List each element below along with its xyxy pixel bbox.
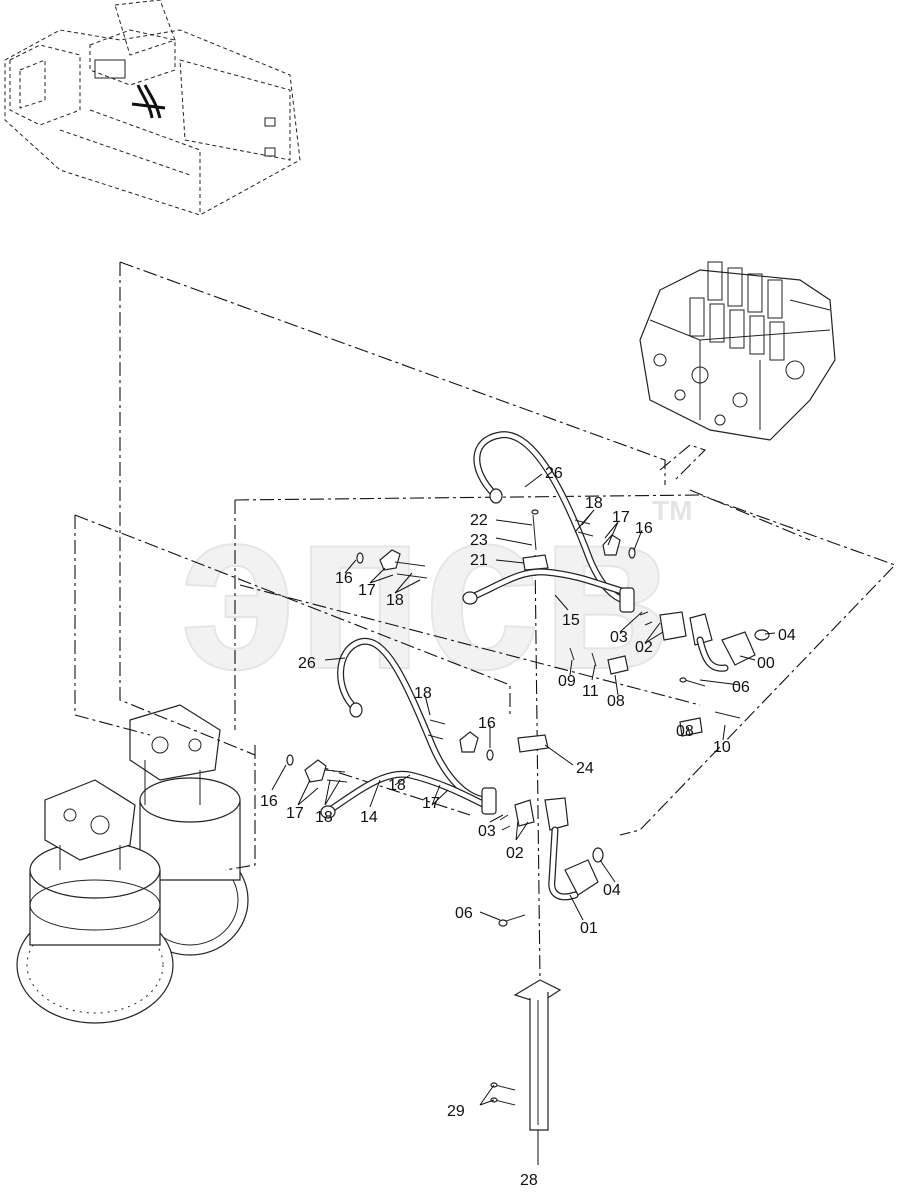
part-label: 16 xyxy=(260,793,278,810)
watermark-mark: TM xyxy=(652,495,692,526)
part-label: 15 xyxy=(562,612,580,629)
part-label: 02 xyxy=(635,639,653,656)
part-label: 03 xyxy=(478,823,496,840)
watermark-text: эпсв xyxy=(180,460,670,717)
part-label: 17 xyxy=(612,509,630,526)
part-label: 17 xyxy=(422,795,440,812)
part-label: 16 xyxy=(635,520,653,537)
part-label: 10 xyxy=(713,739,731,756)
watermark: эпсв TM xyxy=(179,459,692,718)
leader-lines xyxy=(271,473,776,1165)
part-label: 00 xyxy=(757,655,775,672)
part-label: 18 xyxy=(315,809,333,826)
part-label: 08 xyxy=(676,723,694,740)
part-label: 08 xyxy=(607,693,625,710)
part-label: 14 xyxy=(360,809,378,826)
part-label: 29 xyxy=(447,1103,465,1120)
part-label: 03 xyxy=(610,629,628,646)
part-label: 11 xyxy=(582,683,599,700)
part-label: 18 xyxy=(414,685,432,702)
part-label: 23 xyxy=(470,532,488,549)
part-label: 17 xyxy=(358,582,376,599)
part-label: 06 xyxy=(455,905,473,922)
part-label: 26 xyxy=(298,655,316,672)
part-label: 18 xyxy=(386,592,404,609)
swing-motor-icon xyxy=(16,704,249,1024)
part-label: 06 xyxy=(732,679,750,696)
part-label: 04 xyxy=(603,882,621,899)
part-label: 02 xyxy=(506,845,524,862)
part-label: 17 xyxy=(286,805,304,822)
upper-hoses xyxy=(356,431,770,737)
part-labels: 26 18 22 17 16 23 21 16 17 18 15 03 04 0… xyxy=(260,465,796,1189)
control-valve-icon xyxy=(639,261,836,441)
part-label: 01 xyxy=(580,920,598,937)
part-label: 26 xyxy=(545,465,563,482)
part-label: 09 xyxy=(558,673,576,690)
part-label: 04 xyxy=(778,627,796,644)
part-label: 28 xyxy=(520,1172,538,1189)
part-label: 24 xyxy=(576,760,594,777)
reference-lines xyxy=(74,261,896,981)
part-label: 22 xyxy=(470,512,488,529)
part-label: 18 xyxy=(585,495,603,512)
excavator-overview-icon xyxy=(4,0,301,216)
part-label: 16 xyxy=(335,570,353,587)
part-label: 21 xyxy=(470,552,488,569)
support-bracket xyxy=(490,979,562,1131)
part-label: 18 xyxy=(388,777,406,794)
part-label: 16 xyxy=(478,715,496,732)
